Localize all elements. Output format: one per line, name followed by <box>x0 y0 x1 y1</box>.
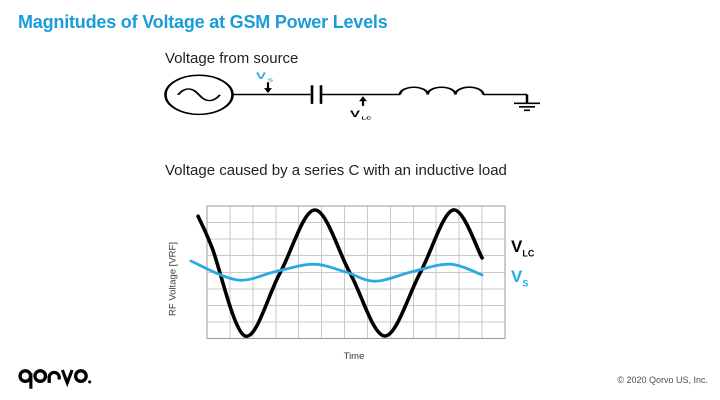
qorvo-logo <box>18 369 92 389</box>
vs-arrow-icon <box>264 82 272 94</box>
logo-dot <box>88 380 92 384</box>
logo-letter-v <box>60 369 74 388</box>
copyright-text: © 2020 Qorvo US, Inc. <box>617 375 708 385</box>
logo-text: qorvo. <box>0 0 1 1</box>
wire-inductor-to-ground <box>483 93 529 103</box>
logo-letter-o1 <box>33 369 48 383</box>
waveform-chart <box>189 205 506 340</box>
vlc-label-sub: LC <box>362 116 373 121</box>
y-axis-label: RF Voltage [VRF] <box>167 242 179 316</box>
legend-vs-sub: S <box>522 278 529 289</box>
x-axis-label: Time <box>343 351 365 362</box>
circuit-caption: Voltage from source <box>165 50 299 67</box>
page-title: Magnitudes of Voltage at GSM Power Level… <box>18 12 388 32</box>
legend-vlc-label: V <box>511 237 523 256</box>
legend-vs-label: V <box>511 267 523 286</box>
series-vs <box>189 259 484 283</box>
sine-symbol-icon <box>176 88 222 102</box>
legend-vlc: VLC <box>511 237 534 258</box>
vs-label-sub: S <box>268 78 274 83</box>
vs-label: V <box>256 71 267 81</box>
logo-letter-q <box>18 369 33 383</box>
logo-letter-r <box>47 370 61 383</box>
legend-vlc-sub: LC <box>522 248 535 259</box>
inductor-icon <box>398 86 485 95</box>
vlc-arrow-icon <box>359 96 367 106</box>
vlc-label: V <box>350 109 361 119</box>
logo-letter-o2 <box>73 369 88 383</box>
chart-caption: Voltage caused by a series C with an ind… <box>165 162 507 179</box>
ground-icon <box>514 102 540 112</box>
capacitor-icon <box>310 85 323 104</box>
legend-vs: VS <box>511 267 528 288</box>
series-vlc <box>196 208 484 338</box>
circuit-diagram: V S V LC <box>164 71 540 121</box>
